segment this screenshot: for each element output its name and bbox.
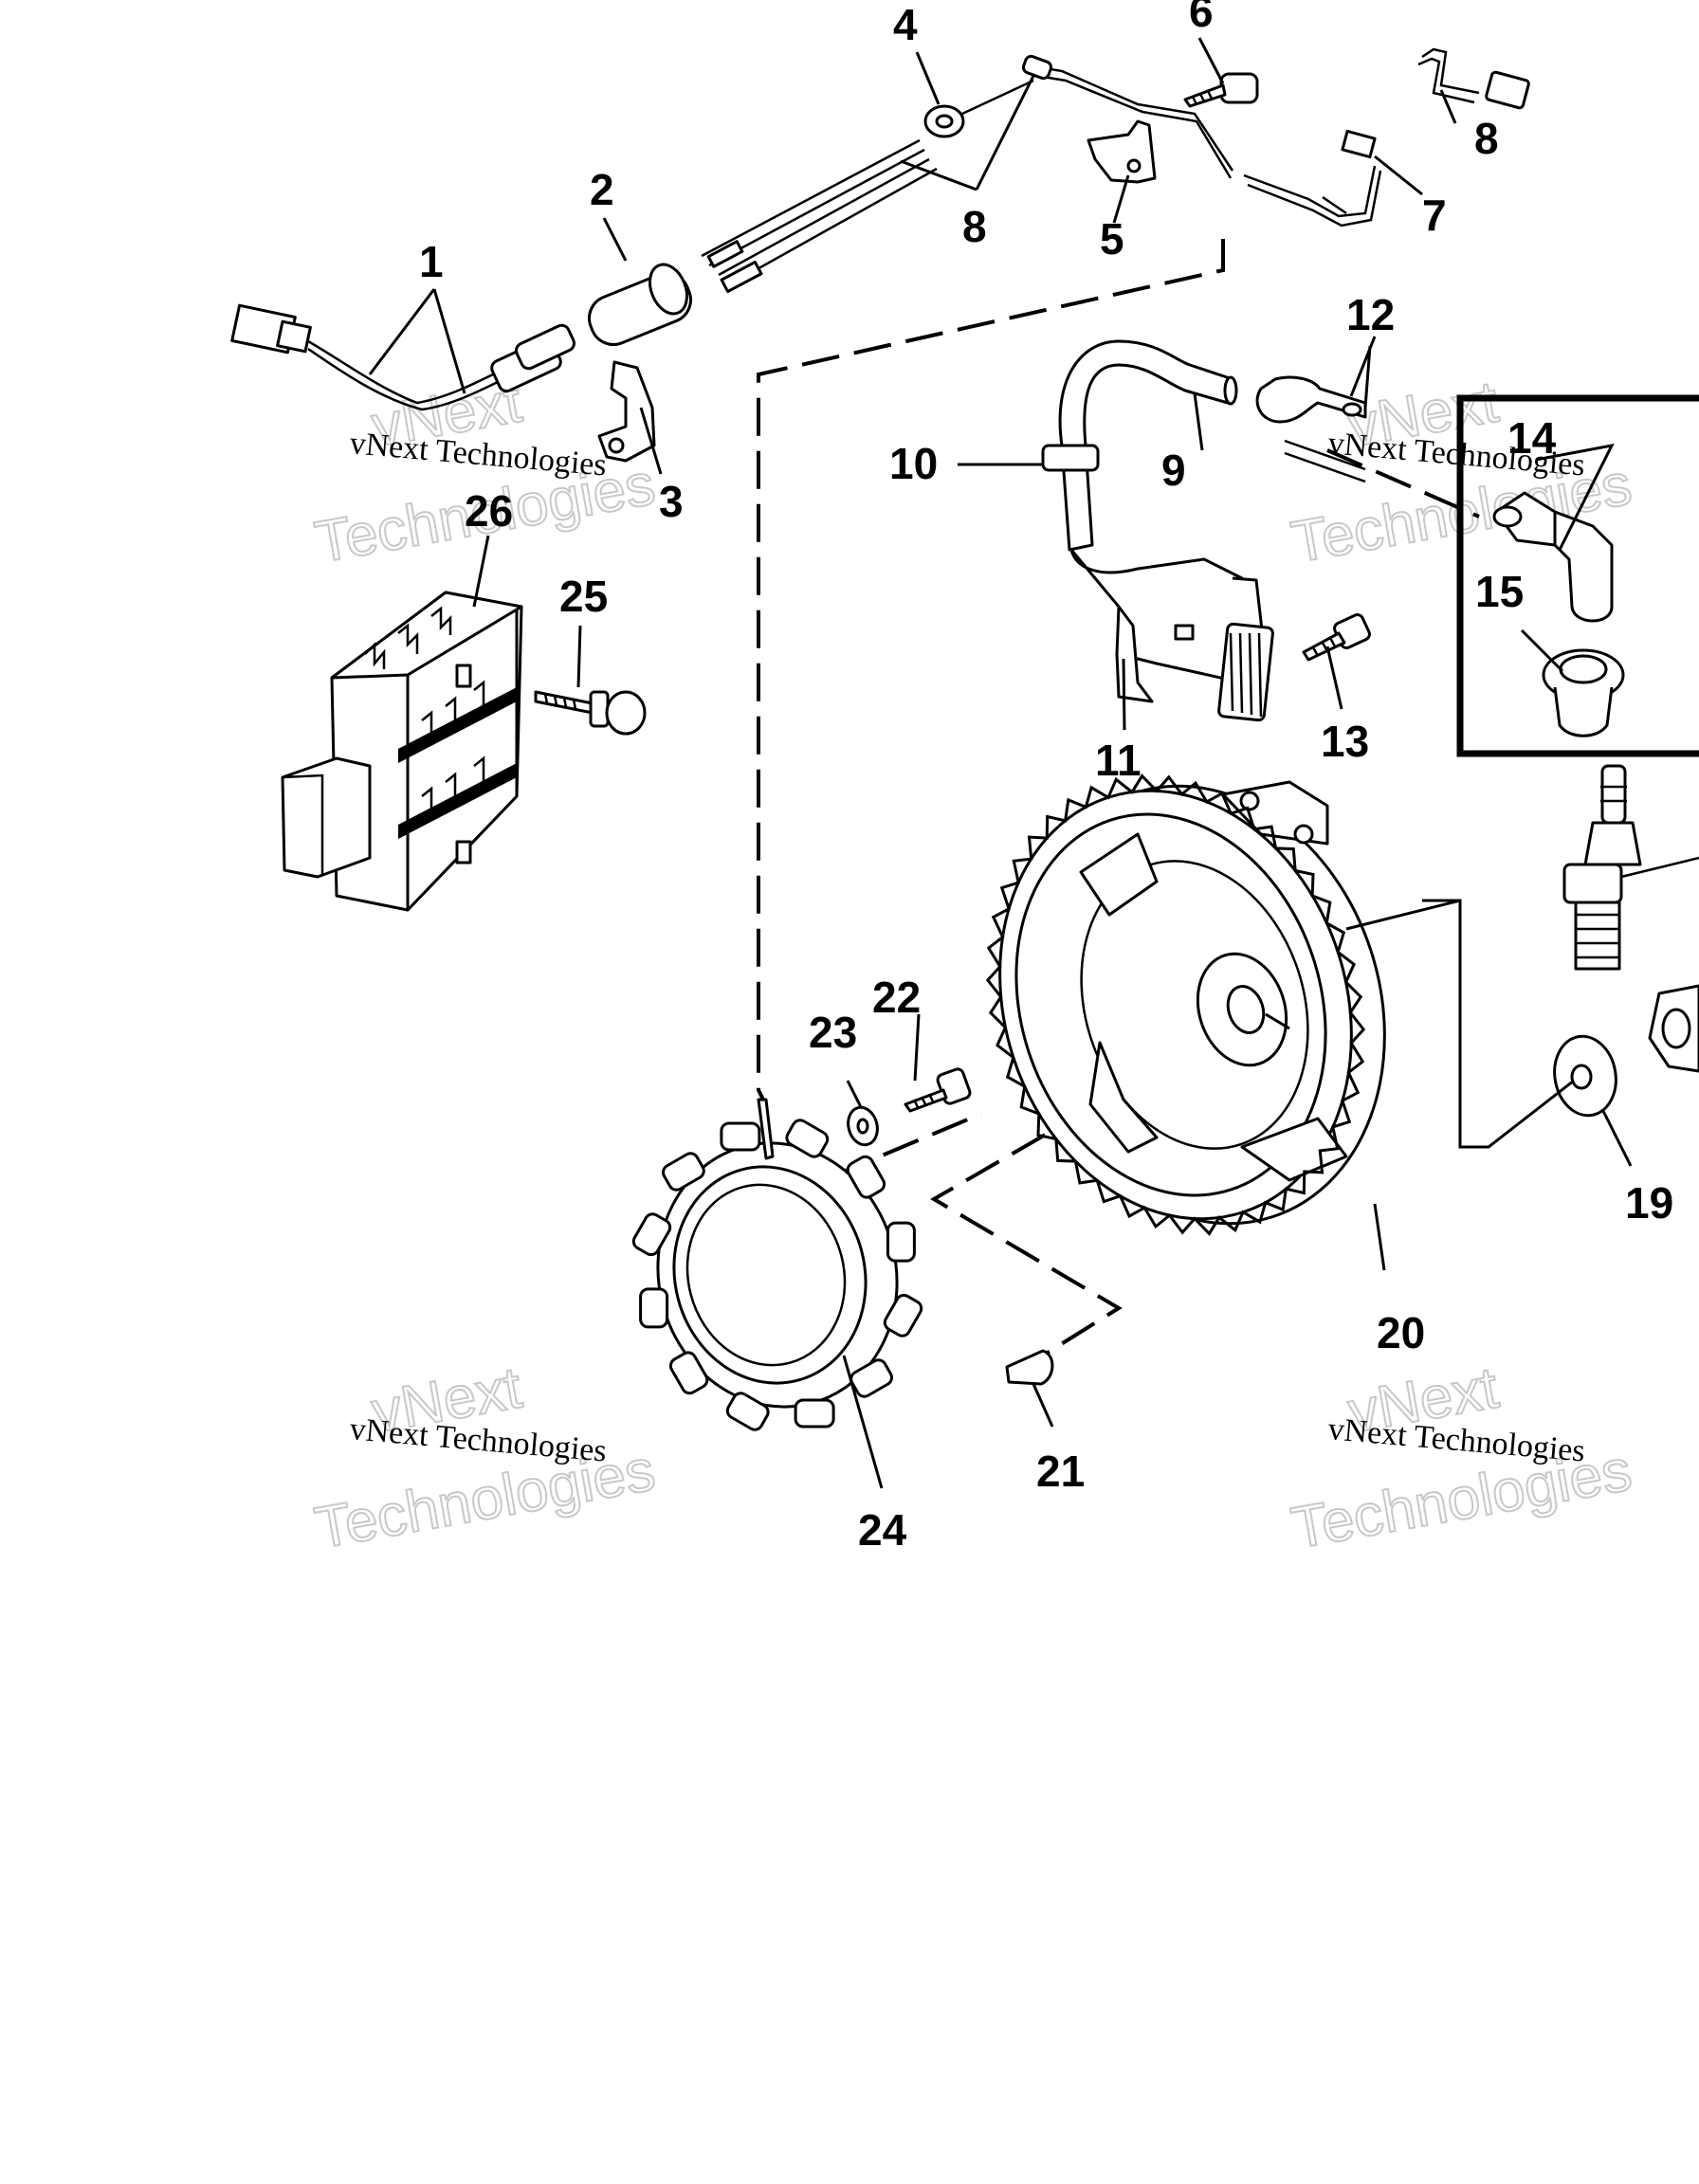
callout-5: 5 <box>1100 214 1124 264</box>
screw-25 <box>534 690 647 736</box>
callout-8-left: 8 <box>962 202 987 251</box>
callout-26: 26 <box>465 486 513 536</box>
callout-13: 13 <box>1321 717 1369 766</box>
stator-pole <box>883 1293 923 1338</box>
wire-harness <box>230 303 575 411</box>
callout-6: 6 <box>1189 0 1214 36</box>
capacitor <box>588 263 692 346</box>
bracket <box>597 360 656 463</box>
stator-pole <box>850 1358 893 1398</box>
wire-bundle <box>701 138 938 294</box>
screw-22 <box>904 1067 972 1113</box>
ignition-coil <box>1041 339 1274 722</box>
callout-labels: 1 2 3 4 5 6 7 8 8 9 10 11 12 13 14 15 19… <box>419 0 1673 1555</box>
callout-24: 24 <box>858 1505 907 1555</box>
lead-clip <box>1255 375 1367 483</box>
stator-pole <box>662 1152 705 1192</box>
screw-6 <box>1183 72 1259 108</box>
clip-plate <box>1087 119 1157 184</box>
callout-10: 10 <box>889 439 938 488</box>
callout-7: 7 <box>1422 191 1447 240</box>
callout-2: 2 <box>590 165 614 214</box>
stator-pole <box>631 1212 672 1257</box>
screw-13 <box>1302 613 1371 662</box>
spark-plug <box>1562 764 1699 971</box>
callout-14: 14 <box>1507 413 1557 463</box>
lead-wire-with-connector <box>1417 47 1530 110</box>
flywheel <box>998 780 1386 1226</box>
connector-terminal <box>1243 129 1382 228</box>
spark-plug-cap <box>1492 491 1614 623</box>
callout-3: 3 <box>659 477 684 526</box>
boot-seal <box>1542 648 1625 737</box>
callout-21: 21 <box>1036 1447 1085 1496</box>
callout-15: 15 <box>1475 567 1524 616</box>
stator-pole <box>886 1221 916 1263</box>
callout-11: 11 <box>1095 736 1142 785</box>
flywheel-nut <box>1648 984 1699 1073</box>
stator-pole <box>720 1121 761 1152</box>
leader-lines <box>368 37 1633 1489</box>
callout-4: 4 <box>893 0 918 49</box>
callout-23: 23 <box>809 1008 857 1057</box>
dashed-wire-path <box>757 239 1225 1101</box>
callout-9: 9 <box>1161 446 1186 495</box>
stator-pole <box>668 1351 709 1395</box>
stator-poles <box>631 1119 923 1431</box>
callout-19: 19 <box>1625 1178 1673 1228</box>
grommet <box>923 54 1234 179</box>
spark-cap-box <box>1456 394 1699 757</box>
stator-pole <box>785 1119 830 1158</box>
washer-19 <box>1553 1034 1617 1118</box>
dashed-plug-path <box>1326 448 1480 519</box>
callout-22: 22 <box>872 973 921 1022</box>
voltage-regulator <box>281 591 523 912</box>
callout-1: 1 <box>419 237 444 286</box>
stator <box>656 1098 899 1409</box>
washer-23 <box>847 1105 879 1147</box>
stator-pole <box>794 1398 835 1429</box>
flywheel-ring-teeth <box>985 774 1366 1236</box>
stator-pole <box>639 1287 669 1329</box>
stator-pole <box>725 1392 770 1431</box>
stator-pole <box>846 1155 886 1199</box>
callout-12: 12 <box>1346 290 1395 339</box>
woodruff-key <box>1005 1349 1054 1386</box>
callout-25: 25 <box>559 572 608 621</box>
callout-8-right: 8 <box>1474 114 1499 163</box>
callout-20: 20 <box>1377 1308 1425 1357</box>
flywheel-teeth-outline <box>985 774 1366 1236</box>
